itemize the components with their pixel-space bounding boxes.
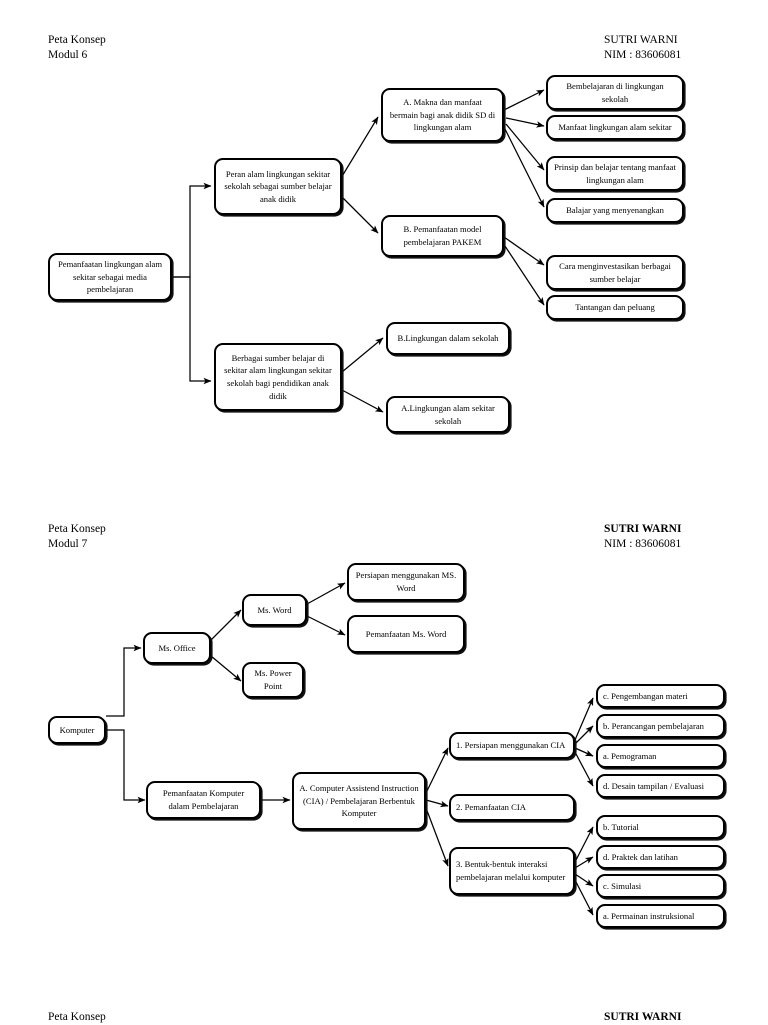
footer-right: SUTRI WARNI <box>604 1010 681 1025</box>
s2-leaf-simulasi-label: c. Simulasi <box>603 880 642 891</box>
s1-leaf-cara-menginvestasikan[interactable]: Cara menginvestasikan berbagai sumber be… <box>546 255 684 290</box>
s2-leaf-tutorial[interactable]: b. Tutorial <box>596 815 725 839</box>
s2-leaf-pemanfaatan-ms-word[interactable]: Pemanfaatan Ms. Word <box>347 615 465 653</box>
s2-leaf-tutorial-label: b. Tutorial <box>603 821 639 832</box>
s2-node-ms-word[interactable]: Ms. Word <box>242 594 307 626</box>
section2-author: SUTRI WARNI <box>604 523 682 535</box>
section1-header-title: Peta Konsep <box>48 34 106 46</box>
s1-leaf-tantangan-peluang[interactable]: Tantangan dan peluang <box>546 295 684 320</box>
s1-node-sub-makna-manfaat[interactable]: A. Makna dan manfaat bermain bagi anak d… <box>381 88 504 142</box>
s2-leaf-pemanfaatan-ms-word-label: Pemanfaatan Ms. Word <box>365 628 447 639</box>
s2-leaf-pemograman[interactable]: a. Pemograman <box>596 744 725 768</box>
s2-node-cia-pemanfaatan[interactable]: 2. Pemanfaatan CIA <box>449 794 575 821</box>
s2-leaf-permainan-instruksional[interactable]: a. Permainan instruksional <box>596 904 725 928</box>
s1-node-sub-pakem-label: B. Pemanfaatan model pembelajaran PAKEM <box>403 224 482 247</box>
section2-header-module: Modul 7 <box>48 538 88 550</box>
s2-leaf-persiapan-ms-word-label: Persiapan menggunakan MS. Word <box>355 570 457 593</box>
s2-node-ms-office-label: Ms. Office <box>158 642 196 653</box>
s1-leaf-prinsip-belajar[interactable]: Prinsip dan belajar tentang manfaat ling… <box>546 156 684 191</box>
s1-node-sub-makna-manfaat-label: A. Makna dan manfaat bermain bagi anak d… <box>389 97 496 133</box>
section2-header-title: Peta Konsep <box>48 523 106 535</box>
s2-node-cia-persiapan[interactable]: 1. Persiapan menggunakan CIA <box>449 732 575 759</box>
s2-node-ms-powerpoint[interactable]: Ms. Power Point <box>242 662 304 698</box>
s1-leaf-bembelajaran-lingkungan-sekolah[interactable]: Bembelajaran di lingkungan sekolah <box>546 75 684 110</box>
s1-node-root[interactable]: Pemanfaatan lingkungan alam sekitar seba… <box>48 253 172 301</box>
s1-node-sub-pakem[interactable]: B. Pemanfaatan model pembelajaran PAKEM <box>381 215 504 257</box>
section1-header-right: SUTRI WARNI NIM : 83606081 <box>604 33 681 63</box>
s2-node-root-komputer[interactable]: Komputer <box>48 716 106 744</box>
s2-node-cia-persiapan-label: 1. Persiapan menggunakan CIA <box>456 740 566 751</box>
s1-node-branch-sumber-belajar-label: Berbagai sumber belajar di sekitar alam … <box>224 352 332 401</box>
s2-leaf-perancangan-pembelajaran-label: b. Perancangan pembelajaran <box>603 720 704 731</box>
footer-author: SUTRI WARNI <box>604 1011 682 1023</box>
s1-leaf-lingkungan-dalam-sekolah-label: B.Lingkungan dalam sekolah <box>397 333 499 344</box>
s1-node-branch-peran-alam-label: Peran alam lingkungan sekitar sekolah se… <box>224 168 332 204</box>
s2-leaf-praktek-latihan-label: d. Praktek dan latihan <box>603 851 678 862</box>
s2-node-pemanfaatan-komputer-label: Pemanfaatan Komputer dalam Pembelajaran <box>162 788 245 811</box>
s2-leaf-desain-tampilan-evaluasi[interactable]: d. Desain tampilan / Evaluasi <box>596 774 725 798</box>
section1-nim: NIM : 83606081 <box>604 49 682 61</box>
s1-node-branch-sumber-belajar[interactable]: Berbagai sumber belajar di sekitar alam … <box>214 343 342 411</box>
footer-title: Peta Konsep <box>48 1011 106 1023</box>
s1-leaf-lingkungan-alam-sekitar-sekolah-label: A.Lingkungan alam sekitar sekolah <box>401 402 495 426</box>
s1-leaf-balajar-menyenangkan[interactable]: Balajar yang menyenangkan <box>546 198 684 223</box>
section1-author: SUTRI WARNI <box>604 34 678 46</box>
s2-node-ms-office[interactable]: Ms. Office <box>143 632 211 664</box>
footer-left: Peta Konsep <box>48 1010 106 1025</box>
s1-leaf-lingkungan-alam-sekitar-sekolah[interactable]: A.Lingkungan alam sekitar sekolah <box>386 396 510 433</box>
s2-leaf-pengembangan-materi-label: c. Pengembangan materi <box>603 690 688 701</box>
s1-leaf-bembelajaran-lingkungan-sekolah-label: Bembelajaran di lingkungan sekolah <box>566 80 664 104</box>
s2-leaf-persiapan-ms-word[interactable]: Persiapan menggunakan MS. Word <box>347 563 465 601</box>
s2-node-cia-label: A. Computer Assistend Instruction (CIA) … <box>299 783 419 819</box>
s2-node-root-komputer-label: Komputer <box>59 724 95 735</box>
section1-header-left: Peta Konsep Modul 6 <box>48 33 106 63</box>
s1-leaf-manfaat-lingkungan[interactable]: Manfaat lingkungan alam sekitar <box>546 115 684 140</box>
s2-node-cia-bentuk-interaksi-label: 3. Bentuk-bentuk interaksi pembelajaran … <box>456 859 566 882</box>
s1-leaf-balajar-menyenangkan-label: Balajar yang menyenangkan <box>566 205 664 216</box>
section2-header-left: Peta Konsep Modul 7 <box>48 522 106 552</box>
s1-node-root-label: Pemanfaatan lingkungan alam sekitar seba… <box>57 259 163 295</box>
s2-node-cia-bentuk-interaksi[interactable]: 3. Bentuk-bentuk interaksi pembelajaran … <box>449 847 575 895</box>
section2-nim: NIM : 83606081 <box>604 538 682 550</box>
s2-leaf-simulasi[interactable]: c. Simulasi <box>596 874 725 898</box>
s1-node-branch-peran-alam[interactable]: Peran alam lingkungan sekitar sekolah se… <box>214 158 342 215</box>
section2-header-right: SUTRI WARNI NIM : 83606081 <box>604 522 681 552</box>
s2-node-cia[interactable]: A. Computer Assistend Instruction (CIA) … <box>292 772 426 830</box>
s1-leaf-cara-menginvestasikan-label: Cara menginvestasikan berbagai sumber be… <box>559 260 671 284</box>
s1-leaf-prinsip-belajar-label: Prinsip dan belajar tentang manfaat ling… <box>554 161 676 185</box>
s1-leaf-lingkungan-dalam-sekolah[interactable]: B.Lingkungan dalam sekolah <box>386 322 510 355</box>
s2-leaf-permainan-instruksional-label: a. Permainan instruksional <box>603 910 695 921</box>
s2-leaf-desain-tampilan-evaluasi-label: d. Desain tampilan / Evaluasi <box>603 780 704 791</box>
s2-node-ms-powerpoint-label: Ms. Power Point <box>254 668 292 691</box>
s2-node-cia-pemanfaatan-label: 2. Pemanfaatan CIA <box>456 802 526 813</box>
section1-header-module: Modul 6 <box>48 49 88 61</box>
s2-node-pemanfaatan-komputer[interactable]: Pemanfaatan Komputer dalam Pembelajaran <box>146 781 261 819</box>
s2-leaf-perancangan-pembelajaran[interactable]: b. Perancangan pembelajaran <box>596 714 725 738</box>
s2-node-ms-word-label: Ms. Word <box>257 604 292 615</box>
s2-leaf-praktek-latihan[interactable]: d. Praktek dan latihan <box>596 845 725 869</box>
s1-leaf-manfaat-lingkungan-label: Manfaat lingkungan alam sekitar <box>558 122 672 133</box>
s1-leaf-tantangan-peluang-label: Tantangan dan peluang <box>575 302 655 313</box>
s2-leaf-pengembangan-materi[interactable]: c. Pengembangan materi <box>596 684 725 708</box>
s2-leaf-pemograman-label: a. Pemograman <box>603 750 657 761</box>
